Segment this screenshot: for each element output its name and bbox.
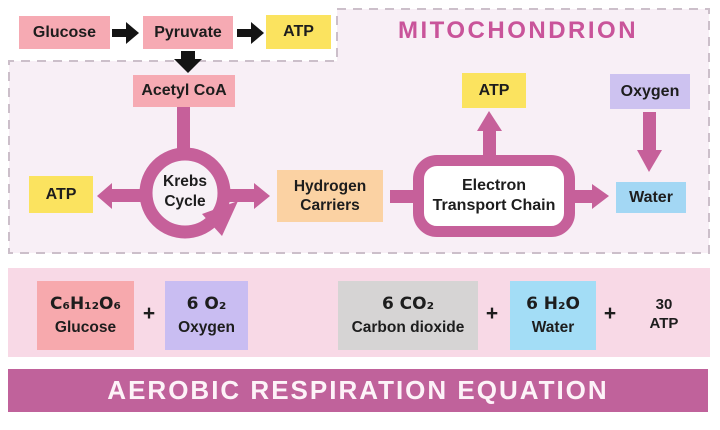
equation-co2-box: 6 CO₂ Carbon dioxide — [338, 281, 478, 350]
krebs-line2: Cycle — [164, 193, 206, 211]
oxygen-name: Oxygen — [178, 318, 235, 336]
water-formula: 6 H₂O — [526, 293, 580, 314]
atp-etc-box: ATP — [462, 73, 526, 108]
arrow-right-icon — [570, 184, 609, 209]
hydrogen-carriers-box: Hydrogen Carriers — [277, 170, 383, 222]
arrow-right-icon — [220, 183, 270, 209]
atp-yield-count: 30 — [655, 296, 673, 314]
arrow-up-icon — [477, 111, 502, 160]
oxygen-label: Oxygen — [620, 82, 680, 100]
water-label: Water — [629, 188, 673, 206]
pyruvate-label: Pyruvate — [154, 23, 222, 41]
equation-oxygen-box: 6 O₂ Oxygen — [165, 281, 248, 350]
banner-title-bar: AEROBIC RESPIRATION EQUATION — [8, 369, 708, 412]
arrow-down-icon — [174, 51, 202, 73]
etc-line1: Electron — [461, 177, 526, 194]
equation-water-box: 6 H₂O Water — [510, 281, 596, 350]
mitochondrion-title: MITOCHONDRION — [397, 17, 639, 44]
arrow-down-icon — [637, 112, 662, 172]
water-name: Water — [531, 318, 575, 336]
connector-carriers-etc — [390, 190, 418, 203]
glucose-formula: C₆H₁₂O₆ — [50, 293, 121, 314]
co2-name: Carbon dioxide — [351, 318, 465, 336]
krebs-line1: Krebs — [163, 173, 207, 190]
connector-acetyl-krebs — [177, 107, 190, 155]
co2-formula: 6 CO₂ — [381, 293, 435, 314]
electron-transport-chain-box: Electron Transport Chain — [413, 155, 575, 237]
atp-label: ATP — [283, 23, 314, 40]
krebs-cycle-arrowhead-icon — [202, 201, 238, 236]
atp-krebs-box: ATP — [29, 176, 93, 213]
banner-title: AEROBIC RESPIRATION EQUATION — [107, 375, 609, 405]
glucose-label: Glucose — [32, 23, 97, 41]
oxygen-box: Oxygen — [610, 74, 690, 109]
atp-label: ATP — [478, 81, 510, 99]
hydrogen-carriers-line1: Hydrogen — [293, 177, 367, 195]
glucose-name: Glucose — [54, 318, 117, 336]
plus-sign: + — [603, 302, 617, 325]
plus-sign: + — [142, 302, 156, 325]
atp-glycolysis-box: ATP — [266, 15, 331, 49]
oxygen-formula: 6 O₂ — [186, 293, 227, 314]
arrow-left-icon — [97, 183, 150, 209]
atp-yield-label: 30 ATP — [634, 292, 694, 338]
glucose-box: Glucose — [19, 16, 110, 49]
atp-yield-atp: ATP — [649, 315, 679, 332]
acetyl-coa-box: Acetyl CoA — [133, 75, 235, 107]
pyruvate-box: Pyruvate — [143, 16, 233, 49]
arrow-right-icon — [237, 22, 264, 44]
water-box: Water — [616, 182, 686, 213]
atp-label: ATP — [45, 185, 77, 203]
krebs-cycle-label: Krebs Cycle — [150, 172, 220, 212]
equation-glucose-box: C₆H₁₂O₆ Glucose — [37, 281, 134, 350]
arrow-right-icon — [112, 22, 139, 44]
acetyl-coa-label: Acetyl CoA — [141, 82, 227, 99]
hydrogen-carriers-line2: Carriers — [300, 197, 360, 214]
plus-sign: + — [485, 302, 499, 325]
etc-line2: Transport Chain — [432, 197, 556, 214]
